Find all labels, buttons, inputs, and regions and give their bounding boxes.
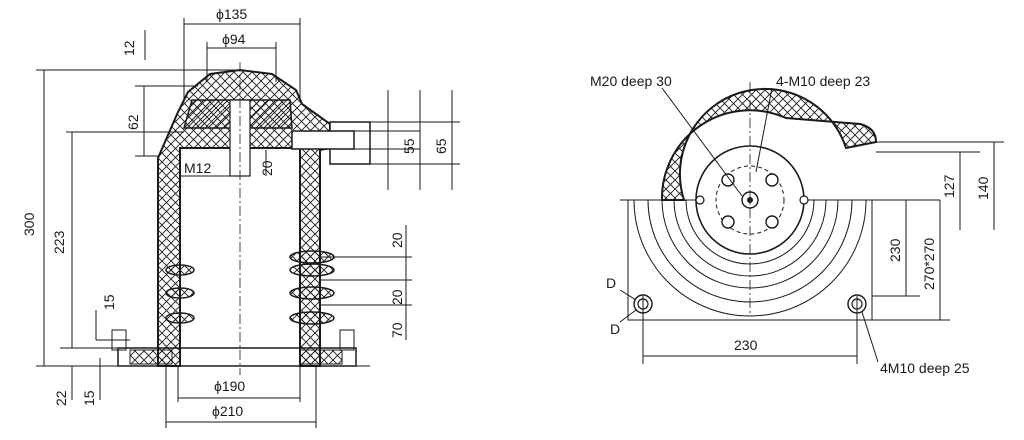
base-holes	[633, 294, 867, 364]
label-center-thread: M20 deep 30	[590, 73, 672, 89]
side-terminal	[291, 121, 460, 165]
label-section-mark-top: D	[606, 275, 616, 291]
dim-h22: 22	[53, 390, 69, 406]
dim-h127: 127	[941, 174, 957, 198]
dim-h65: 65	[433, 138, 449, 154]
label-section-mark-bottom: D	[610, 321, 620, 337]
dim-d135: ϕ135	[216, 6, 247, 22]
center-bore	[229, 62, 251, 375]
bolt-hole	[765, 215, 779, 229]
plan-labels: M20 deep 30 4-M10 deep 23 4M10 deep 25 D…	[590, 73, 991, 376]
plan-dimension-lines	[619, 87, 1004, 363]
base-flange	[88, 329, 370, 367]
dim-h270x270: 270*270	[921, 238, 937, 290]
dim-h140: 140	[975, 176, 991, 200]
dim-d94: ϕ94	[222, 31, 246, 47]
sheds	[165, 250, 335, 325]
bolt-hole	[721, 215, 735, 229]
dim-h15-left: 15	[101, 294, 117, 310]
plan-view: M20 deep 30 4-M10 deep 23 4M10 deep 25 D…	[590, 73, 1004, 376]
dim-h223: 223	[51, 230, 67, 254]
insulator-body-section	[157, 68, 331, 367]
dim-m12: M12	[184, 160, 211, 176]
side-view: ϕ135 ϕ94 12 62 300 223 M12 20 55 65 20 2…	[21, 6, 460, 428]
dimension-lines	[36, 18, 453, 428]
dim-h300: 300	[21, 212, 37, 236]
dim-d190: ϕ190	[214, 378, 245, 394]
flange-outline	[627, 200, 873, 321]
dim-h70: 70	[389, 322, 405, 338]
side-dimension-texts: ϕ135 ϕ94 12 62 300 223 M12 20 55 65 20 2…	[21, 6, 449, 419]
label-bolt-circle-threads: 4-M10 deep 23	[776, 73, 870, 89]
dim-h15-bottom: 15	[81, 390, 97, 406]
dim-h230: 230	[887, 238, 903, 262]
terminal-disc	[695, 82, 809, 316]
dim-w230: 230	[734, 337, 758, 353]
label-base-threads: 4M10 deep 25	[880, 360, 970, 376]
dim-h55: 55	[401, 138, 417, 154]
dim-pitch20-b: 20	[389, 289, 405, 305]
housing-section	[660, 87, 878, 201]
bolt-hole	[765, 173, 779, 187]
bolt-hole	[721, 173, 735, 187]
dim-d210: ϕ210	[212, 403, 243, 419]
dim-h12: 12	[121, 40, 137, 56]
dim-h62: 62	[125, 114, 141, 130]
dim-h20-center: 20	[259, 160, 275, 176]
dim-pitch20-a: 20	[389, 232, 405, 248]
